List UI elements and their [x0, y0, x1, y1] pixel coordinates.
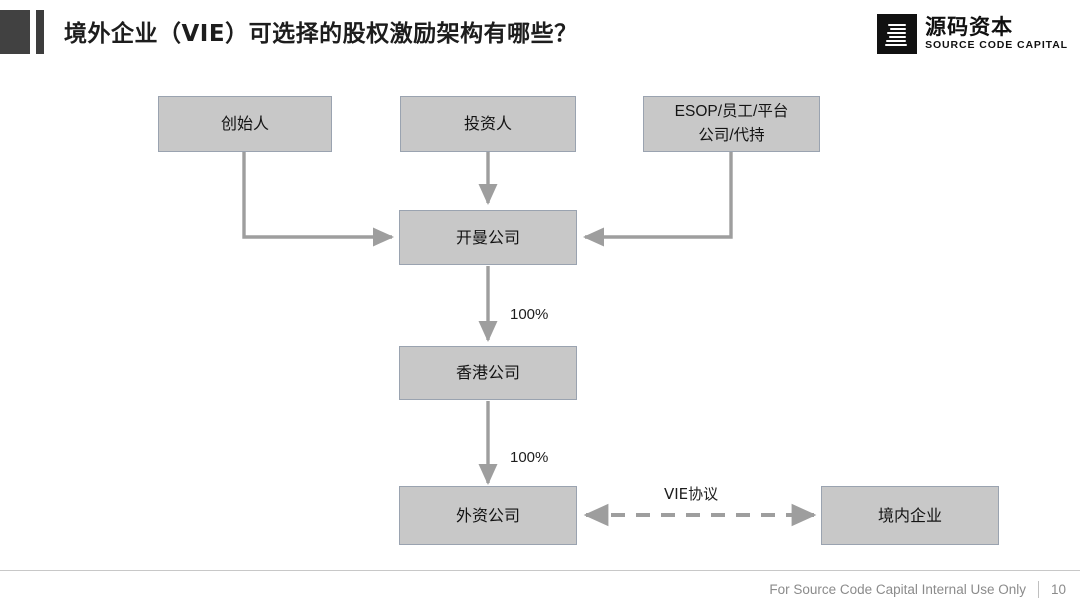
title-accent-block [0, 10, 30, 54]
edge-label-hongkong-to-wfoe: 100% [510, 449, 549, 466]
brand-logo-text: 源码资本 SOURCE CODE CAPITAL [925, 16, 1068, 52]
edge-label-cayman-to-hongkong: 100% [510, 306, 549, 323]
source-code-capital-mark-icon [877, 14, 918, 54]
footer-separator [1037, 580, 1039, 598]
slide-footer: For Source Code Capital Internal Use Onl… [769, 578, 1066, 600]
footer-notice: For Source Code Capital Internal Use Onl… [769, 581, 1026, 597]
slide-header: 境外企业（VIE）可选择的股权激励架构有哪些？ 源码资本 SOURCE CODE… [0, 0, 1080, 66]
node-investor[interactable]: 投资人 [400, 96, 576, 152]
brand-logo: 源码资本 SOURCE CODE CAPITAL [877, 12, 1068, 56]
footer-divider [0, 570, 1080, 571]
brand-name-cn: 源码资本 [925, 15, 1014, 39]
edge-label-vie-agreement: VIE协议 [664, 485, 719, 503]
page-number: 10 [1050, 581, 1066, 597]
node-esop[interactable]: ESOP/员工/平台 公司/代持 [643, 96, 820, 152]
title-accent-bar [36, 10, 44, 54]
brand-name-en: SOURCE CODE CAPITAL [925, 39, 1068, 51]
node-wfoe-company[interactable]: 外资公司 [399, 486, 577, 545]
node-domestic-enterprise[interactable]: 境内企业 [821, 486, 999, 545]
node-cayman-company[interactable]: 开曼公司 [399, 210, 577, 265]
page-title: 境外企业（VIE）可选择的股权激励架构有哪些？ [64, 21, 578, 47]
node-hongkong-company[interactable]: 香港公司 [399, 346, 577, 400]
node-founder[interactable]: 创始人 [158, 96, 332, 152]
